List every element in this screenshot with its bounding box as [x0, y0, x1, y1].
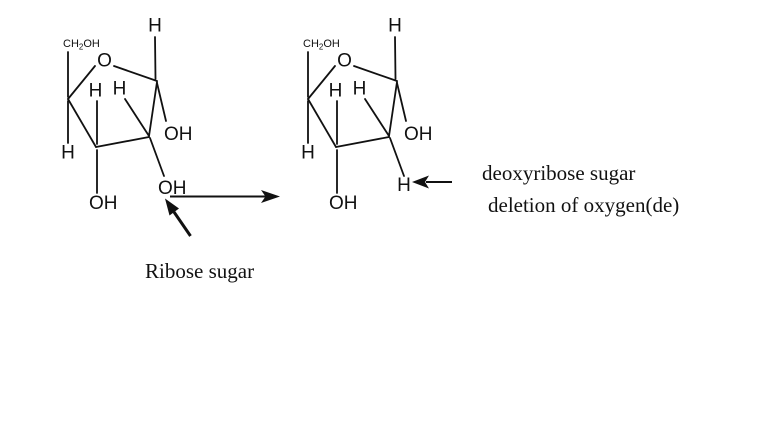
- bond-c1-c2: [388, 81, 398, 137]
- h-c2-label: H: [113, 79, 127, 100]
- bond-c2-c3: [95, 136, 150, 148]
- bond-c2-h: [124, 98, 150, 137]
- horizontal-transition-arrow: [170, 190, 280, 203]
- bond-c4-ring-oxygen: [67, 65, 96, 100]
- ribose-bonds: [67, 36, 167, 194]
- ribose-caption: Ribose sugar: [145, 259, 254, 283]
- pointer-arrow-to-red-oh: [165, 198, 192, 237]
- oh-c3-label: OH: [329, 193, 358, 214]
- ch2oh-main-text: CH: [303, 38, 319, 50]
- ch2oh-label: CH2OH: [63, 38, 100, 52]
- ch2oh-label: CH2OH: [303, 38, 340, 52]
- bond-c1-c2: [148, 81, 158, 137]
- ring-oxygen-label: O: [97, 51, 112, 72]
- c2-substituent-label-red: OH: [158, 178, 187, 199]
- bond-c4-c3: [67, 98, 97, 148]
- h-c3-label: H: [329, 81, 343, 102]
- ribose-molecule: CH2OH O H H H OH H OH OH: [61, 16, 192, 215]
- bond-c4-c3: [307, 98, 337, 148]
- h-top-label: H: [148, 16, 162, 37]
- bond-c4-ring-oxygen: [307, 65, 336, 100]
- bond-c2-substituent: [149, 137, 165, 177]
- pointer-arrow-tail: [172, 211, 192, 237]
- bond-ring-oxygen-c1: [113, 65, 158, 82]
- bond-c2-substituent: [389, 137, 405, 177]
- bond-c1-oh: [396, 82, 407, 122]
- bond-c2-h: [364, 98, 390, 137]
- oh-c1-label: OH: [404, 124, 433, 145]
- h-top-label: H: [388, 16, 402, 37]
- ring-oxygen-label: O: [337, 51, 352, 72]
- bond-c1-oh: [156, 82, 167, 122]
- pointer-arrow-head: [165, 198, 179, 216]
- h-c3-label: H: [89, 81, 103, 102]
- h-c2-label: H: [353, 79, 367, 100]
- h-c4-label: H: [301, 143, 315, 164]
- horizontal-arrow-head: [261, 190, 280, 203]
- oh-c1-label: OH: [164, 124, 193, 145]
- bond-ring-oxygen-c1: [353, 65, 398, 82]
- oh-c3-label: OH: [89, 193, 118, 214]
- deoxyribose-caption-line1: deoxyribose sugar: [482, 161, 635, 185]
- deoxyribose-molecule: CH2OH O H H H OH H OH H: [301, 16, 432, 215]
- bond-c1-h-top: [154, 36, 157, 80]
- ch2oh-tail-text: OH: [83, 38, 100, 50]
- ch2oh-main-text: CH: [63, 38, 79, 50]
- deoxyribose-caption-line2: deletion of oxygen(de): [488, 193, 679, 217]
- h-c4-label: H: [61, 143, 75, 164]
- ch2oh-subscript: 2: [79, 43, 84, 52]
- ch2oh-subscript: 2: [319, 43, 324, 52]
- ch2oh-tail-text: OH: [323, 38, 340, 50]
- bond-c1-h-top: [394, 36, 397, 80]
- bond-c2-c3: [335, 136, 390, 148]
- c2-substituent-label-red: H: [397, 175, 411, 196]
- left-arrow-head: [412, 175, 429, 189]
- deoxyribose-bonds: [307, 36, 407, 194]
- left-arrow-to-red-h: [412, 175, 452, 189]
